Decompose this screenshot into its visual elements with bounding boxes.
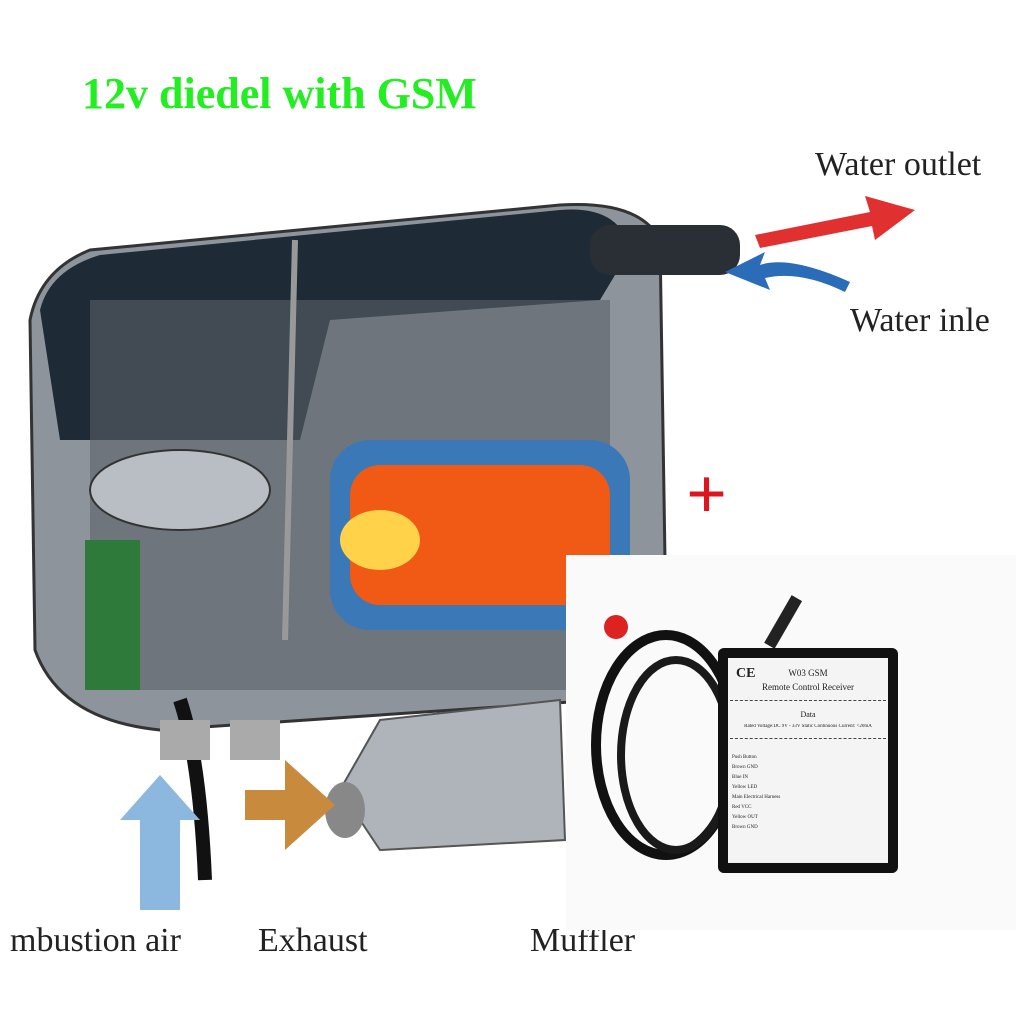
- push-button: [604, 615, 628, 639]
- device-name: Remote Control Receiver: [762, 682, 854, 692]
- glow-plug-rod: [282, 239, 298, 641]
- flame-tube: [350, 465, 610, 605]
- exhaust-arrow-icon: [245, 760, 335, 850]
- wire-label: Blue IN: [732, 775, 748, 780]
- wire-label: Brown GND: [732, 765, 758, 770]
- plus-sign: +: [686, 454, 728, 534]
- wire-label: Brown GND: [732, 825, 758, 830]
- spec-text: Rated Voltage:DC 9V - 33V Static Continu…: [744, 724, 872, 729]
- receiver-label: CE W03 GSM Remote Control Receiver Data …: [728, 658, 888, 863]
- flame-glow: [340, 510, 420, 570]
- fuel-line: [173, 697, 212, 881]
- wire-label: Yellow LED: [732, 785, 758, 790]
- muffler-inlet: [325, 782, 365, 838]
- fan: [89, 449, 271, 531]
- water-inlet-arrow-icon: [725, 252, 850, 292]
- data-heading: Data: [800, 710, 816, 719]
- circuit-board: [85, 540, 140, 690]
- water-outlet-label: Water outlet: [815, 146, 982, 183]
- wire-label: Red VCC: [732, 805, 752, 810]
- exhaust-label: Exhaust: [258, 922, 368, 959]
- water-pipe: [590, 225, 740, 275]
- air-inlet-port: [160, 720, 210, 760]
- push-button-label: Push Button: [732, 755, 757, 760]
- antenna: [764, 595, 803, 649]
- ce-mark: CE: [736, 666, 756, 681]
- water-inlet-label: Water inle: [850, 302, 990, 339]
- wiring-diagram: Push Button Brown GND Blue IN Yellow LED…: [732, 753, 780, 833]
- exhaust-port: [230, 720, 280, 760]
- model-name: W03 GSM: [788, 668, 828, 678]
- combustion-air-label: mbustion air: [10, 922, 181, 959]
- main-harness-label: Main Electrical Harness: [732, 795, 781, 800]
- muffler-shape: [338, 698, 567, 852]
- wire-label: Yellow OUT: [732, 815, 758, 820]
- water-outlet-arrow-icon: [755, 196, 915, 248]
- air-arrow-icon: [120, 775, 200, 910]
- page-title: 12v diedel with GSM: [82, 69, 477, 118]
